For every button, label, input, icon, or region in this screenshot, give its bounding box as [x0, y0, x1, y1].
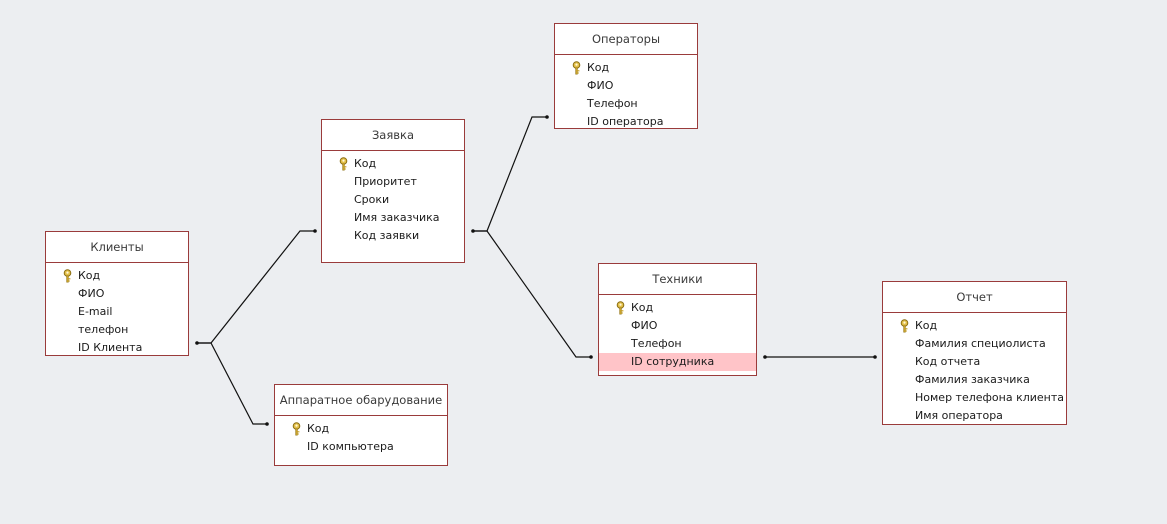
key-icon [291, 422, 303, 436]
relationship-line[interactable] [197, 230, 315, 344]
field-name: ФИО [78, 287, 105, 300]
key-icon [571, 61, 583, 75]
field-name: Код [915, 319, 938, 332]
key-icon [338, 157, 350, 171]
field-row[interactable]: ФИО [46, 285, 188, 303]
field-row[interactable]: ФИО [555, 77, 697, 95]
field-row[interactable]: Код заявки [322, 227, 464, 245]
field-name: ID компьютера [307, 440, 394, 453]
key-icon [615, 301, 627, 315]
field-name: Телефон [631, 337, 682, 350]
field-name: ID оператора [587, 115, 664, 128]
field-name: ФИО [587, 79, 614, 92]
line-end [265, 422, 269, 426]
table-title[interactable]: Клиенты [46, 232, 188, 263]
field-row[interactable]: Код [46, 267, 188, 285]
field-row[interactable]: Фамилия специолиста [883, 335, 1066, 353]
field-name: Телефон [587, 97, 638, 110]
field-name: Имя оператора [915, 409, 1003, 422]
field-row[interactable]: E-mail [46, 303, 188, 321]
field-row[interactable]: Код отчета [883, 353, 1066, 371]
field-row[interactable]: Код [599, 299, 756, 317]
field-list: Код ID компьютера [275, 416, 447, 456]
field-name: ID сотрудника [631, 355, 715, 368]
field-name: Код [354, 157, 377, 170]
field-row[interactable]: Код [555, 59, 697, 77]
field-row[interactable]: Фамилия заказчика [883, 371, 1066, 389]
field-row[interactable]: Код [883, 317, 1066, 335]
field-row[interactable]: Телефон [555, 95, 697, 113]
field-name: Приоритет [354, 175, 417, 188]
field-name: Код [307, 422, 330, 435]
field-name: Фамилия заказчика [915, 373, 1030, 386]
field-name: ФИО [631, 319, 658, 332]
field-name: Сроки [354, 193, 390, 206]
field-row[interactable]: ID оператора [555, 113, 697, 131]
field-name: Код [587, 61, 610, 74]
line-end [873, 355, 877, 359]
table-title[interactable]: Заявка [322, 120, 464, 151]
relationship-line[interactable] [473, 230, 591, 358]
field-name: Номер телефона клиента [915, 391, 1065, 404]
field-name: Код отчета [915, 355, 981, 368]
field-row[interactable]: Имя оператора [883, 407, 1066, 425]
field-row[interactable]: Сроки [322, 191, 464, 209]
relationship-line[interactable] [473, 116, 547, 232]
field-row[interactable]: Приоритет [322, 173, 464, 191]
line-end [545, 115, 549, 119]
field-row[interactable]: телефон [46, 321, 188, 339]
field-name: Имя заказчика [354, 211, 440, 224]
line-end [471, 229, 475, 233]
field-name: Фамилия специолиста [915, 337, 1046, 350]
field-row[interactable]: Код [275, 420, 447, 438]
field-row[interactable]: ID Клиента [46, 339, 188, 357]
line-end [589, 355, 593, 359]
field-name: Код [631, 301, 654, 314]
line-end [195, 341, 199, 345]
field-name: E-mail [78, 305, 113, 318]
table-title[interactable]: Техники [599, 264, 756, 295]
table-title[interactable]: Операторы [555, 24, 697, 55]
field-row[interactable]: Номер телефона клиента [883, 389, 1066, 407]
field-name: ID Клиента [78, 341, 143, 354]
field-name: Код [78, 269, 101, 282]
field-row[interactable]: ID сотрудника [599, 353, 756, 371]
field-row[interactable]: Имя заказчика [322, 209, 464, 227]
field-name: Код заявки [354, 229, 420, 242]
table-title[interactable]: Аппаратное обарудование [275, 385, 447, 416]
field-row[interactable]: Телефон [599, 335, 756, 353]
field-row[interactable]: ФИО [599, 317, 756, 335]
relationship-line[interactable] [197, 342, 267, 425]
line-end [313, 229, 317, 233]
table-hardware[interactable]: Аппаратное обарудование Код ID компьютера [274, 384, 448, 466]
key-icon [62, 269, 74, 283]
line-end [763, 355, 767, 359]
field-row[interactable]: Код [322, 155, 464, 173]
table-title[interactable]: Отчет [883, 282, 1066, 313]
field-row[interactable]: ID компьютера [275, 438, 447, 456]
key-icon [899, 319, 911, 333]
field-name: телефон [78, 323, 129, 336]
